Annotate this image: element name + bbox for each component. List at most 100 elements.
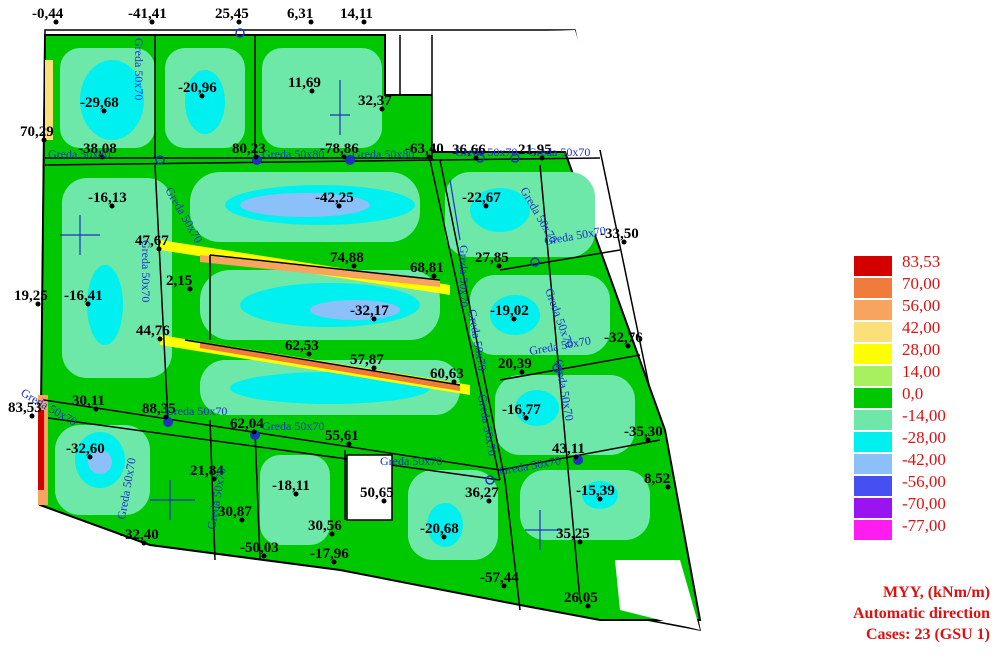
value-label: 36,27 xyxy=(465,485,499,501)
value-label: 6,31 xyxy=(287,6,313,22)
value-label: -16,41 xyxy=(64,288,103,304)
value-point xyxy=(625,343,631,349)
value-point xyxy=(431,273,437,279)
value-point xyxy=(309,88,315,94)
legend-swatch xyxy=(854,344,892,364)
legend-row: -14,00 xyxy=(852,406,994,430)
value-label: -32,17 xyxy=(350,303,389,319)
value-point xyxy=(451,379,457,385)
value-label: 2,15 xyxy=(166,273,192,289)
value-point xyxy=(501,583,507,589)
value-label: 44,76 xyxy=(136,323,170,339)
value-point xyxy=(381,498,387,504)
legend-row: -70,00 xyxy=(852,494,994,518)
direction-arrows xyxy=(60,80,560,550)
opening xyxy=(346,454,393,521)
value-label: 60,63 xyxy=(430,366,464,382)
value-label: 21,84 xyxy=(190,463,224,479)
beam-label: Greda 50x80 xyxy=(262,147,324,161)
value-point xyxy=(251,429,257,435)
value-point xyxy=(341,154,347,160)
value-point xyxy=(306,351,312,357)
value-point xyxy=(331,559,337,565)
value-label: -32,60 xyxy=(66,441,105,457)
value-point xyxy=(199,93,205,99)
value-point xyxy=(597,496,603,502)
beam-label: Greda 50x70 xyxy=(455,145,517,159)
value-label: -16,77 xyxy=(502,402,541,418)
value-label: -22,67 xyxy=(462,190,501,206)
value-label: 32,37 xyxy=(358,93,392,109)
value-label: -42,25 xyxy=(315,190,354,206)
value-label: -32,76 xyxy=(604,330,643,346)
beam-label: Greda 50x80 xyxy=(352,147,414,161)
value-point xyxy=(346,441,352,447)
value-label: 47,67 xyxy=(135,233,169,249)
value-point xyxy=(329,531,335,537)
beam-label: Greda 50x70 xyxy=(528,145,590,159)
value-point xyxy=(239,517,245,523)
value-label: 30,87 xyxy=(218,504,252,520)
value-point xyxy=(351,263,357,269)
value-point xyxy=(41,137,47,143)
value-point xyxy=(511,316,517,322)
value-point xyxy=(645,437,651,443)
value-point xyxy=(157,336,163,342)
value-point xyxy=(163,414,169,420)
value-label: -29,68 xyxy=(80,95,119,111)
value-point xyxy=(308,19,314,25)
legend-row: 56,00 xyxy=(852,296,994,320)
value-point xyxy=(523,415,529,421)
beam-lines xyxy=(43,35,661,611)
legend-swatch xyxy=(854,278,892,298)
value-label: 70,29 xyxy=(20,124,54,140)
value-point xyxy=(577,539,583,545)
legend-swatch xyxy=(854,388,892,408)
value-label: 36,66 xyxy=(452,142,486,158)
value-point xyxy=(293,491,299,497)
value-label: 62,53 xyxy=(285,338,319,354)
value-point xyxy=(336,203,342,209)
legend-value: -14,00 xyxy=(902,406,946,425)
value-label: -63,40 xyxy=(405,141,444,157)
value-point xyxy=(35,301,41,307)
void-top-right xyxy=(432,30,610,150)
value-point xyxy=(29,413,35,419)
value-label: 83,53 xyxy=(8,400,42,416)
legend-row: -28,00 xyxy=(852,428,994,452)
beam-label: Greda 50x70 xyxy=(139,240,153,302)
value-label: 14,11 xyxy=(340,6,373,22)
value-label: -41,41 xyxy=(128,6,167,22)
value-point xyxy=(53,19,59,25)
value-label: 30,11 xyxy=(72,393,105,409)
value-point xyxy=(441,534,447,540)
legend-row: 14,00 xyxy=(852,362,994,386)
value-point xyxy=(496,263,502,269)
value-point xyxy=(236,19,242,25)
value-label: 57,87 xyxy=(350,352,384,368)
legend-row: -56,00 xyxy=(852,472,994,496)
legend-swatch xyxy=(854,476,892,496)
value-point xyxy=(87,454,93,460)
value-point xyxy=(371,365,377,371)
value-label: 55,61 xyxy=(325,428,359,444)
legend-swatch xyxy=(854,322,892,342)
beam-label: Greda 50x70 xyxy=(262,419,324,433)
legend-cases: Cases: 23 (GSU 1) xyxy=(866,626,990,643)
value-label: 26,05 xyxy=(564,590,598,606)
legend-row: 0,0 xyxy=(852,384,994,408)
legend-row: -77,00 xyxy=(852,516,994,540)
value-point xyxy=(473,155,479,161)
value-point xyxy=(99,154,105,160)
value-label: 68,81 xyxy=(410,260,444,276)
beam-label: Greda 50x70 xyxy=(380,454,442,468)
legend-value: -70,00 xyxy=(902,494,946,513)
legend-row: -42,00 xyxy=(852,450,994,474)
value-point xyxy=(621,239,627,245)
beam-label: Greda 50x80 xyxy=(48,147,110,161)
value-label: -17,96 xyxy=(310,546,349,562)
value-label: 88,35 xyxy=(142,401,176,417)
value-label: -16,13 xyxy=(88,190,127,206)
